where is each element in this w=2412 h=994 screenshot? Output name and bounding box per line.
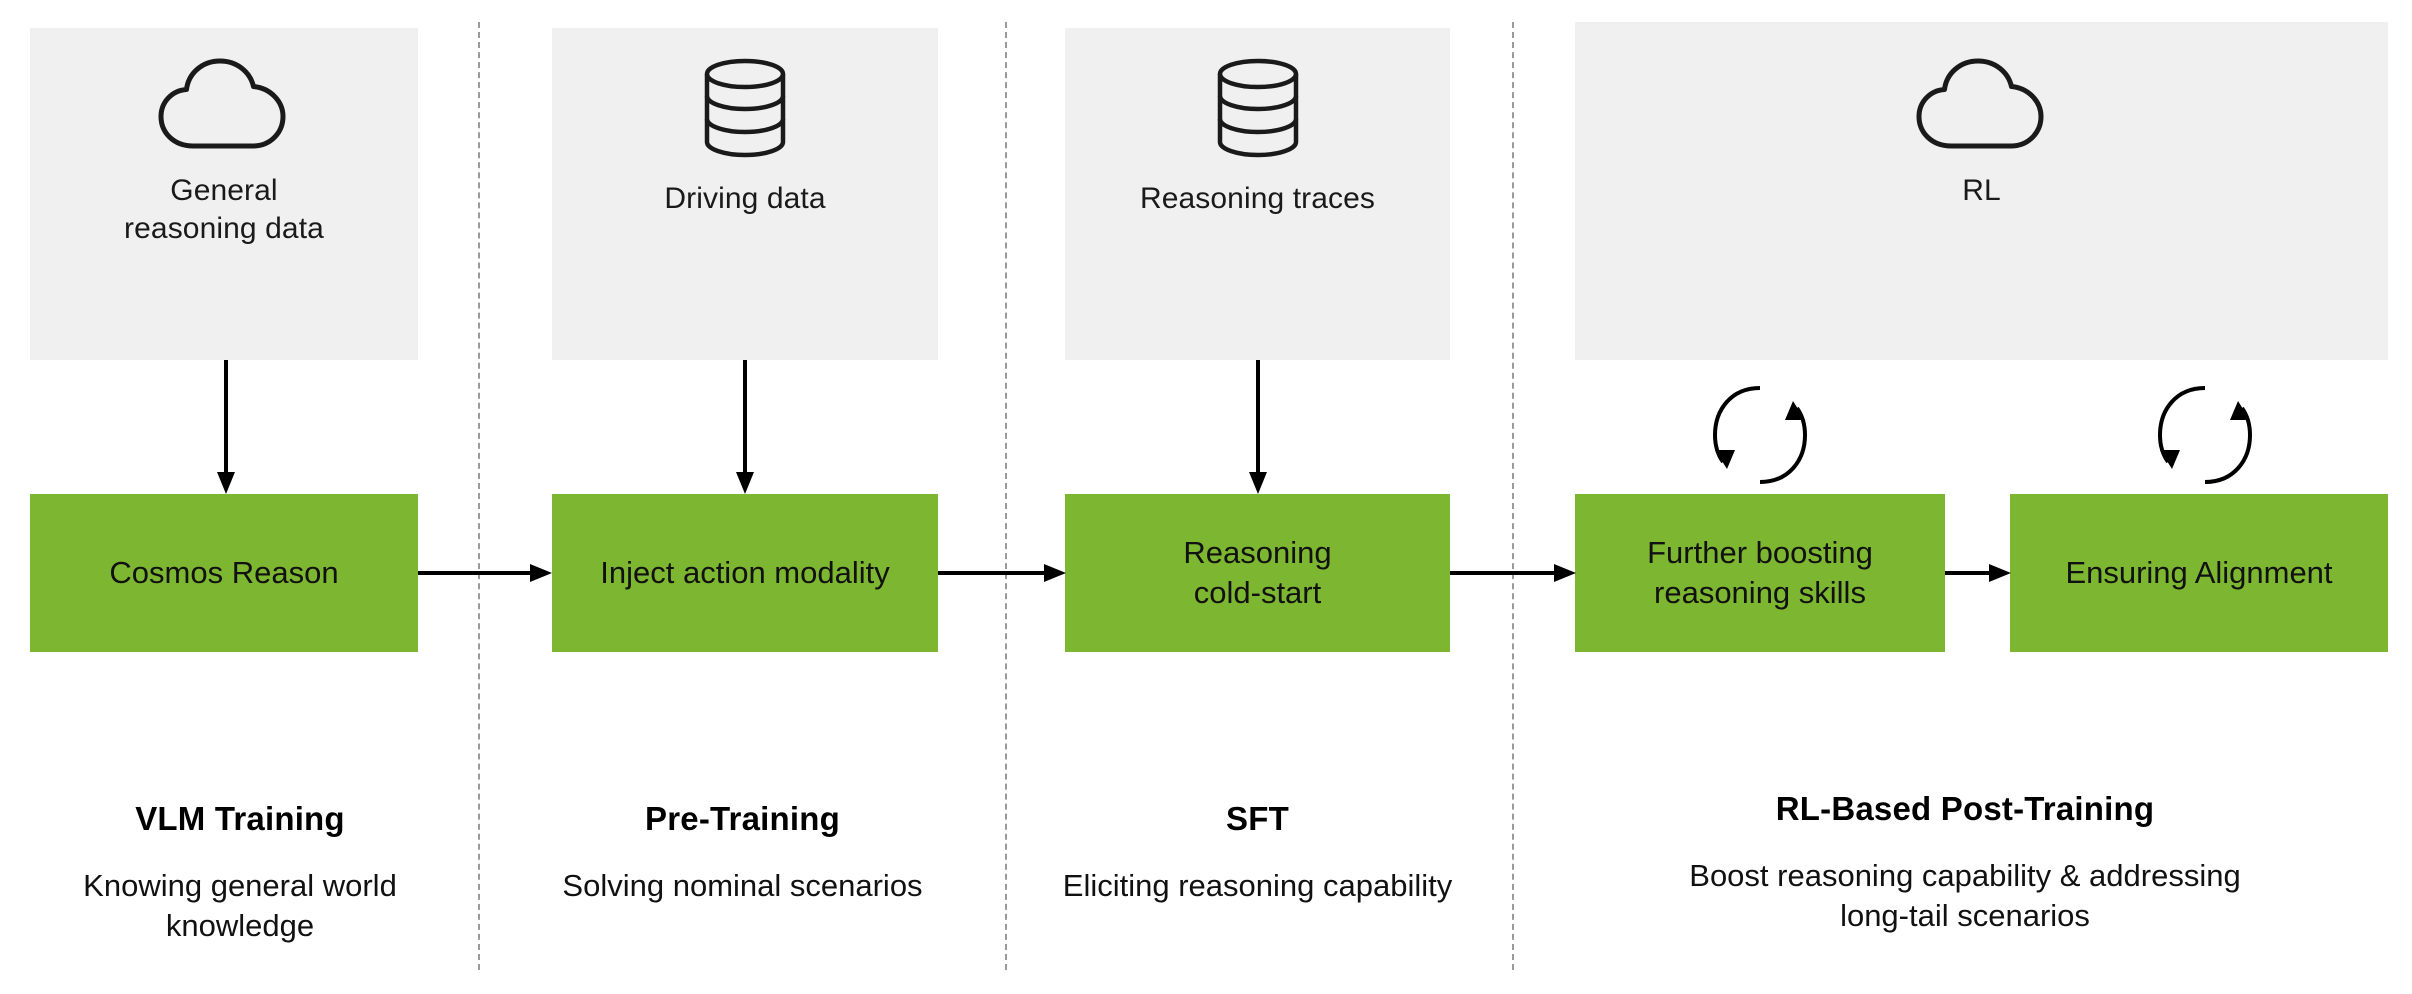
arrow-down-general-to-cosmos <box>212 360 240 496</box>
process-box-label: Reasoning cold-start <box>1183 535 1332 610</box>
process-box-cosmos-reason[interactable]: Cosmos Reason <box>30 494 418 652</box>
process-box-label: Further boosting reasoning skills <box>1647 535 1873 610</box>
arrow-down-driving-to-inject <box>731 360 759 496</box>
data-panel-rl[interactable]: RL <box>1575 22 2388 360</box>
cycle-loop-icon-alignment <box>2150 380 2260 490</box>
stage-divider-2 <box>1005 22 1007 970</box>
stage-caption-vlm-training: VLM Training Knowing general world knowl… <box>10 800 470 947</box>
data-panel-label: RL <box>1962 174 2001 207</box>
arrow-right-boosting-to-alignment <box>1945 560 2013 586</box>
arrow-right-cosmos-to-inject <box>418 560 554 586</box>
database-icon <box>1212 58 1304 158</box>
stage-title: RL-Based Post-Training <box>1775 790 2155 827</box>
stage-title: VLM Training <box>135 800 345 837</box>
stage-divider-1 <box>478 22 480 970</box>
arrow-right-inject-to-coldstart <box>938 560 1068 586</box>
process-box-reasoning-cold-start[interactable]: Reasoning cold-start <box>1065 494 1450 652</box>
stage-caption-sft: SFT Eliciting reasoning capability <box>1015 800 1500 906</box>
arrow-down-traces-to-coldstart <box>1244 360 1272 496</box>
data-panel-reasoning-traces[interactable]: Reasoning traces <box>1065 28 1450 360</box>
arrow-right-coldstart-to-boosting <box>1450 560 1578 586</box>
process-box-inject-action-modality[interactable]: Inject action modality <box>552 494 938 652</box>
data-panel-driving-data[interactable]: Driving data <box>552 28 938 360</box>
data-panel-label: Driving data <box>664 182 826 215</box>
process-box-label: Cosmos Reason <box>109 555 339 591</box>
data-panel-label: General reasoning data <box>124 174 324 245</box>
stage-subtitle: Knowing general world knowledge <box>83 868 397 944</box>
stage-divider-3 <box>1512 22 1514 970</box>
process-box-label: Ensuring Alignment <box>2065 555 2333 591</box>
process-box-further-boosting[interactable]: Further boosting reasoning skills <box>1575 494 1945 652</box>
stage-title: Pre-Training <box>645 800 840 837</box>
data-panel-label: Reasoning traces <box>1139 182 1376 215</box>
stage-subtitle: Eliciting reasoning capability <box>1062 868 1453 903</box>
stage-caption-pre-training: Pre-Training Solving nominal scenarios <box>490 800 995 906</box>
process-box-ensuring-alignment[interactable]: Ensuring Alignment <box>2010 494 2388 652</box>
stage-subtitle: Solving nominal scenarios <box>562 868 923 903</box>
stage-subtitle: Boost reasoning capability & addressing … <box>1689 858 2241 934</box>
process-box-label: Inject action modality <box>600 555 890 591</box>
cloud-icon <box>154 58 294 150</box>
data-panel-general-reasoning[interactable]: General reasoning data <box>30 28 418 360</box>
stage-caption-rl-post-training: RL-Based Post-Training Boost reasoning c… <box>1530 790 2400 937</box>
cloud-icon <box>1912 58 2052 150</box>
cycle-loop-icon-boosting <box>1705 380 1815 490</box>
database-icon <box>699 58 791 158</box>
stage-title: SFT <box>1226 800 1289 837</box>
